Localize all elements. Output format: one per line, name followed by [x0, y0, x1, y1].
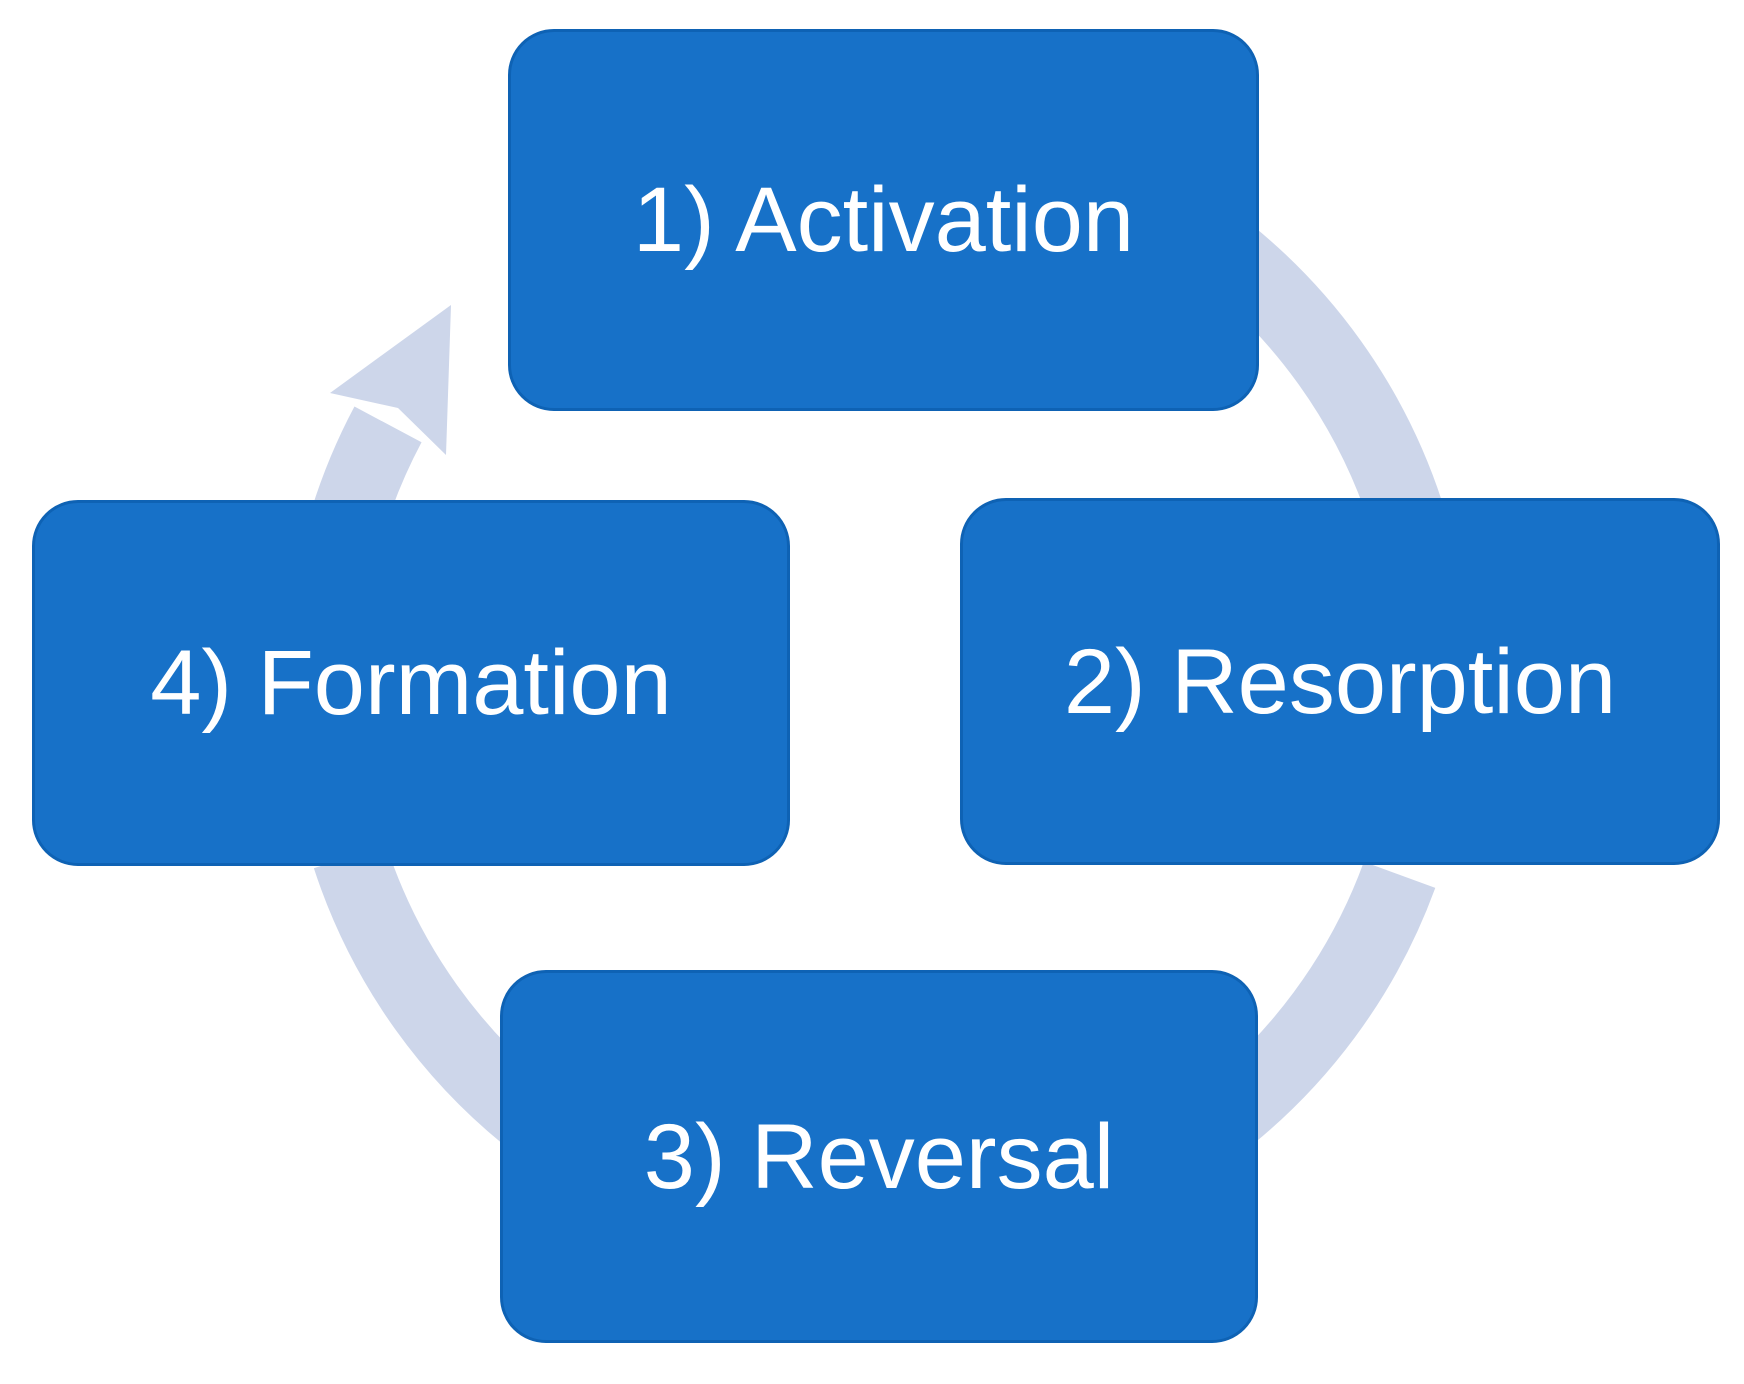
step-box-resorption: 2) Resorption: [960, 498, 1720, 865]
arrow-head-icon: [330, 305, 451, 455]
step-label-activation: 1) Activation: [632, 169, 1135, 271]
step-label-resorption: 2) Resorption: [1063, 630, 1617, 733]
step-box-activation: 1) Activation: [508, 29, 1259, 411]
step-box-reversal: 3) Reversal: [500, 970, 1258, 1343]
step-label-formation: 4) Formation: [150, 632, 672, 734]
step-box-formation: 4) Formation: [32, 500, 790, 866]
step-label-reversal: 3) Reversal: [643, 1105, 1115, 1208]
